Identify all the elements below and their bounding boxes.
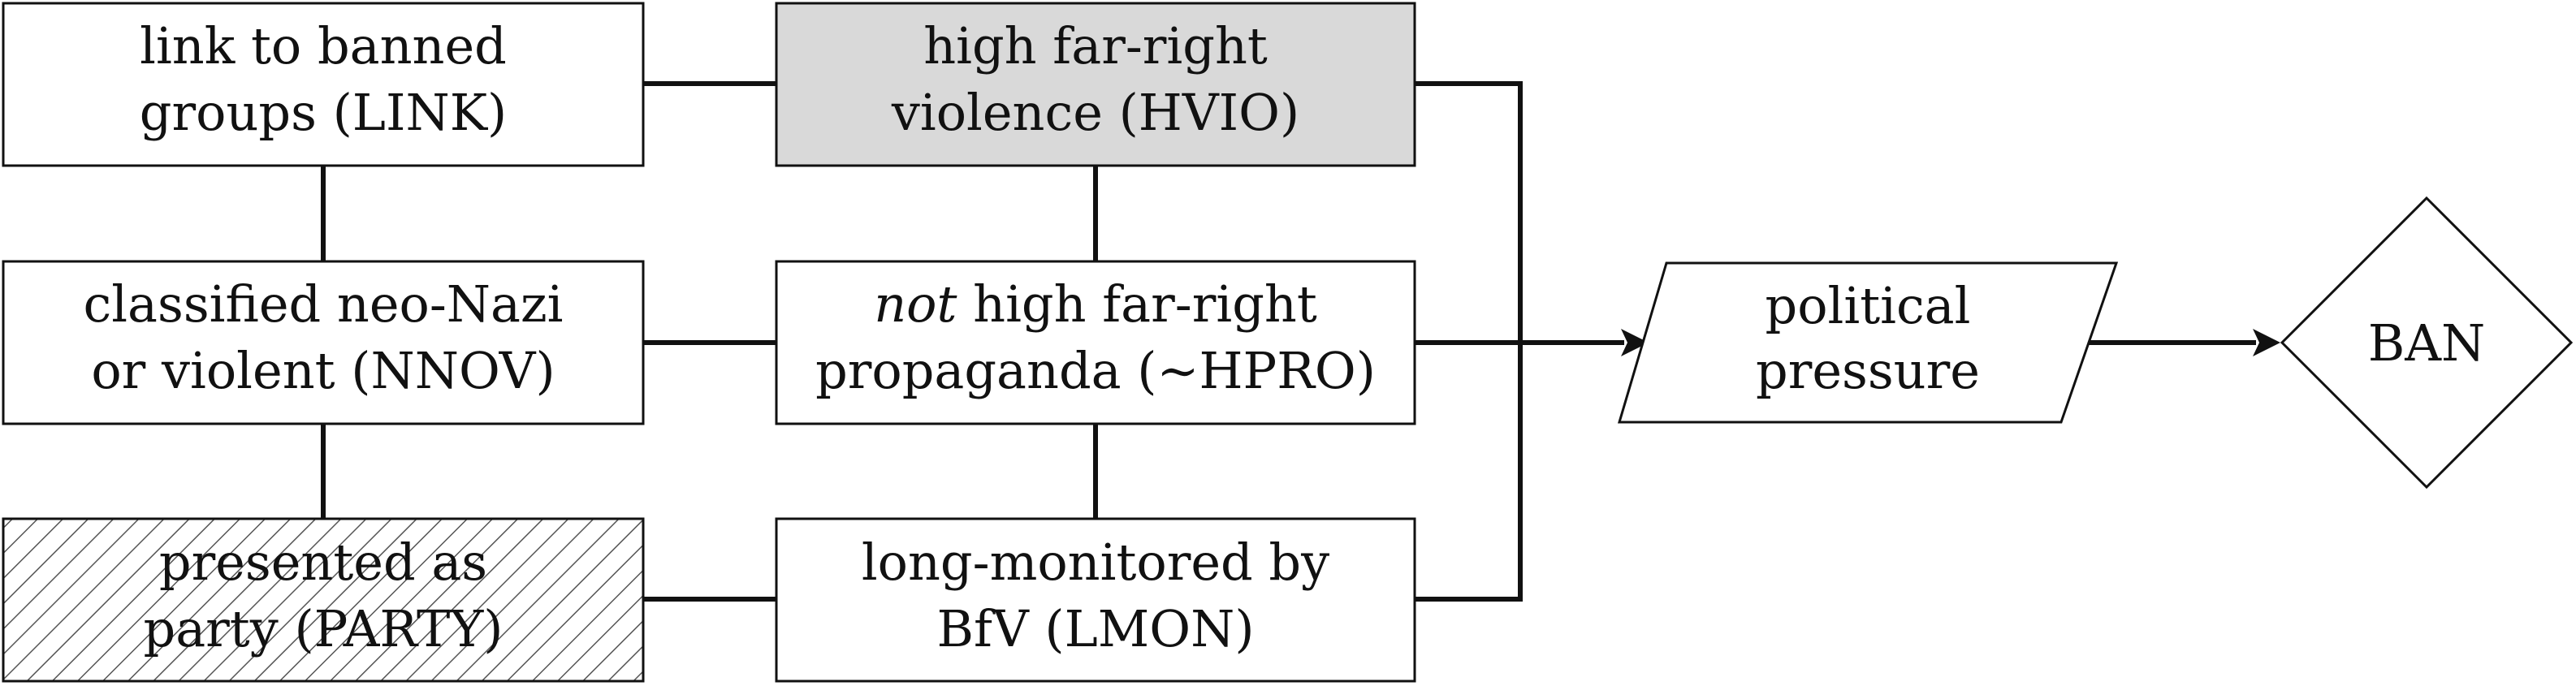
arrowhead-pressure bbox=[1621, 329, 1649, 356]
node-pressure-shape bbox=[1617, 261, 2119, 424]
node-pressure: political pressure bbox=[1617, 261, 2119, 424]
node-hpro-line1: not high far-right bbox=[874, 274, 1317, 334]
node-hpro-line1-rest: high far-right bbox=[957, 274, 1316, 334]
node-hvio-line2: violence (HVIO) bbox=[891, 83, 1299, 142]
node-lmon-line2: BfV (LMON) bbox=[936, 599, 1254, 658]
node-hvio-box bbox=[775, 2, 1416, 167]
node-hpro: not high far-right propaganda (∼HPRO) bbox=[775, 260, 1416, 425]
node-nnov: classified neo-Nazi or violent (NNOV) bbox=[2, 260, 645, 425]
node-party: presented as party (PARTY) bbox=[2, 517, 645, 683]
node-nnov-box bbox=[2, 260, 645, 425]
node-link-line2: groups (LINK) bbox=[140, 83, 507, 142]
node-lmon: long-monitored by BfV (LMON) bbox=[775, 517, 1416, 683]
node-ban: BAN bbox=[2280, 196, 2574, 490]
node-pressure-line2: pressure bbox=[1756, 341, 1980, 400]
node-party-box bbox=[2, 517, 645, 683]
node-link: link to banned groups (LINK) bbox=[2, 2, 645, 167]
node-lmon-line1: long-monitored by bbox=[862, 533, 1329, 592]
node-pressure-line1: political bbox=[1766, 276, 1971, 335]
node-hpro-line2: propaganda (∼HPRO) bbox=[815, 341, 1376, 400]
node-nnov-line2: or violent (NNOV) bbox=[91, 341, 555, 400]
node-ban-shape bbox=[2280, 196, 2574, 490]
node-hpro-not: not bbox=[874, 274, 957, 334]
node-hpro-box bbox=[775, 260, 1416, 425]
arrowhead-ban bbox=[2253, 329, 2280, 356]
node-link-box bbox=[2, 2, 645, 167]
connectors bbox=[321, 81, 2280, 602]
node-lmon-box bbox=[775, 517, 1416, 683]
node-hvio-line1: high far-right bbox=[923, 16, 1268, 76]
node-nnov-line1: classified neo-Nazi bbox=[83, 274, 563, 334]
node-hvio: high far-right violence (HVIO) bbox=[775, 2, 1416, 167]
node-ban-label: BAN bbox=[2368, 313, 2486, 373]
node-link-line1: link to banned bbox=[140, 16, 507, 76]
node-party-line2: party (PARTY) bbox=[144, 599, 504, 658]
node-party-line1: presented as bbox=[159, 533, 487, 592]
